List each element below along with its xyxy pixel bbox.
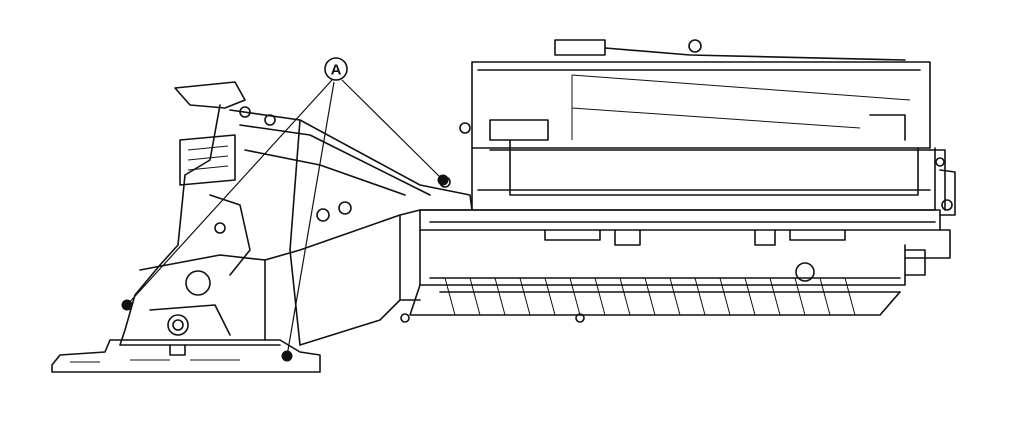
callout-a: A	[126, 57, 444, 357]
callout-label: A	[331, 62, 342, 79]
base-plate	[51, 339, 321, 373]
air-duct	[229, 106, 473, 346]
lower-conduit	[399, 229, 906, 323]
callout-circle	[324, 57, 348, 81]
blower-assembly	[119, 81, 266, 346]
main-housing	[419, 39, 956, 276]
